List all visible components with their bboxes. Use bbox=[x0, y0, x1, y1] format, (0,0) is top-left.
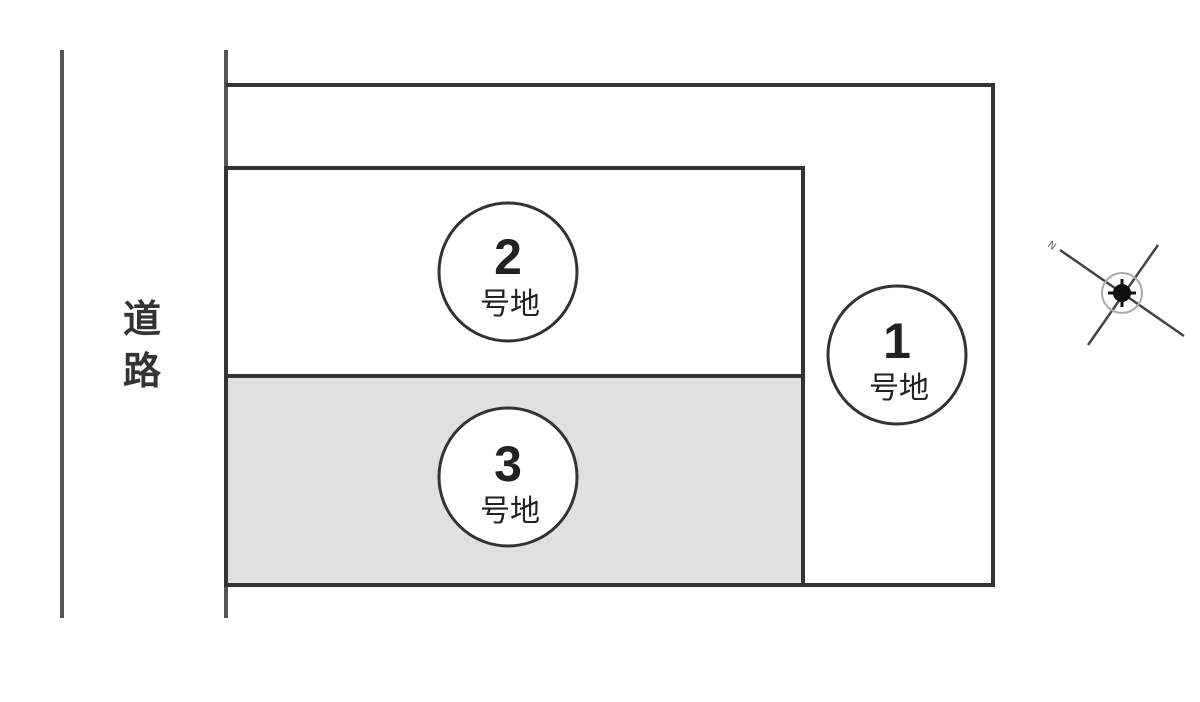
road-label-2: 路 bbox=[123, 349, 162, 393]
compass-icon: N bbox=[1045, 239, 1185, 346]
lot-3-label: 号地 bbox=[480, 494, 540, 529]
road-label-1: 道 bbox=[123, 297, 161, 341]
lot-1-marker: 1 号地 bbox=[826, 284, 968, 426]
lot-3-number: 3 bbox=[494, 436, 522, 492]
lot-2-number: 2 bbox=[494, 229, 522, 285]
lot-3-marker: 3 号地 bbox=[437, 406, 579, 548]
lot-1-label: 号地 bbox=[869, 371, 929, 406]
lot-1-number: 1 bbox=[883, 313, 911, 369]
lot-2-boundary bbox=[224, 166, 805, 378]
lot-2-marker: 2 号地 bbox=[437, 201, 579, 343]
compass-north-label: N bbox=[1045, 239, 1057, 252]
lot-2-label: 号地 bbox=[480, 287, 540, 322]
